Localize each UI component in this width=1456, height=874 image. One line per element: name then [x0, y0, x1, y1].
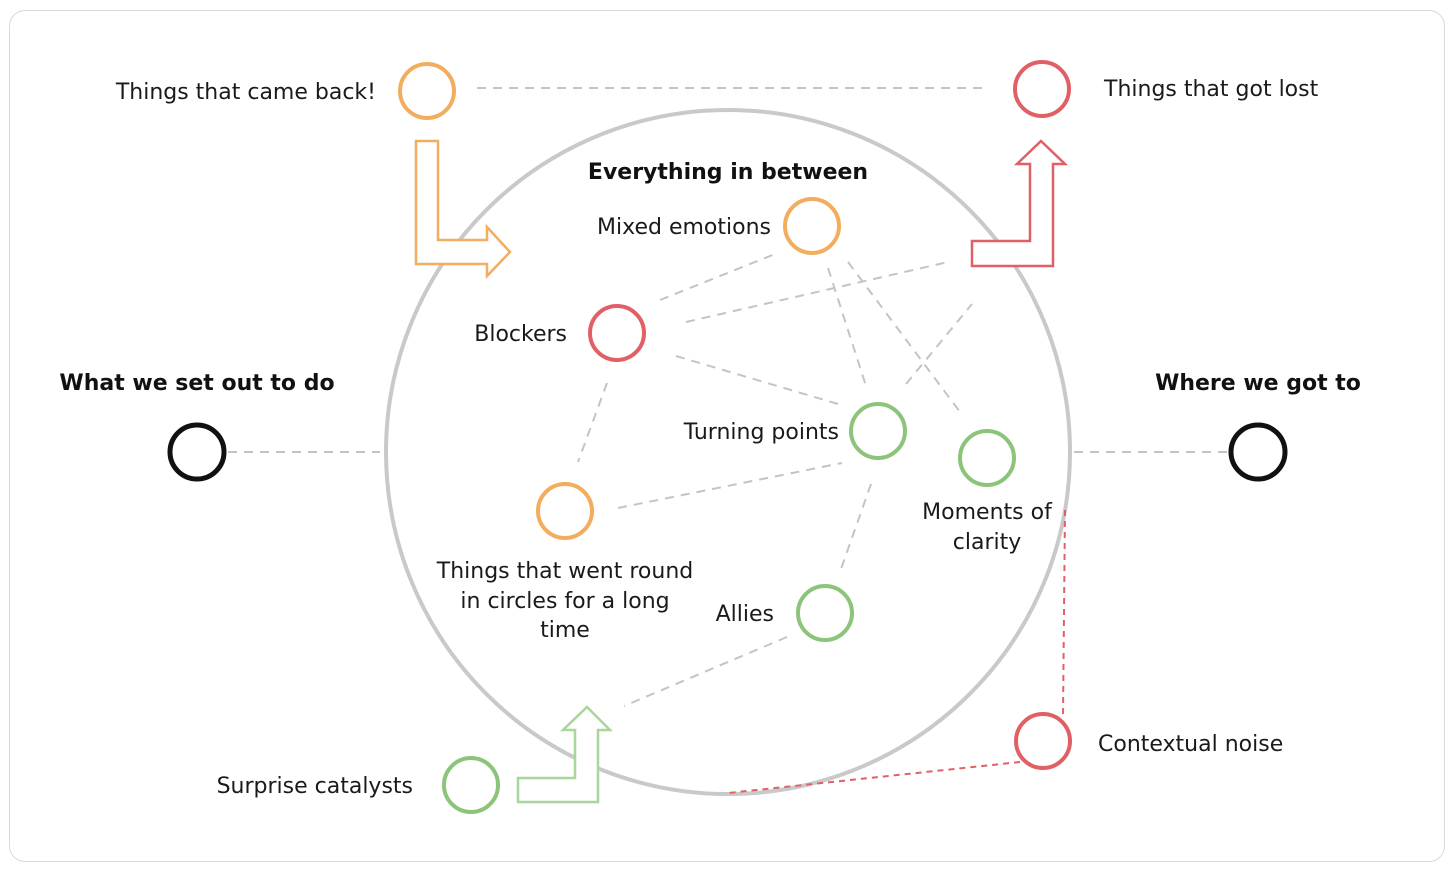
connector-turning-gotlost — [905, 303, 973, 385]
contextual-noise-label: Contextual noise — [1098, 732, 1283, 757]
went-round-label-line-1: Things that went round — [436, 559, 694, 584]
blockers-label: Blockers — [474, 322, 567, 347]
connector-mixed-clarity — [847, 261, 961, 413]
center-title: Everything in between — [588, 160, 868, 185]
mixed-emotions-node — [783, 197, 841, 255]
start-label: What we set out to do — [59, 371, 334, 396]
connector-mixed-blockers — [659, 253, 776, 301]
came-back-arrow — [414, 139, 512, 280]
mixed-emotions-label: Mixed emotions — [597, 215, 771, 240]
moments-of-clarity-label-line-1: Moments of — [922, 500, 1053, 525]
moments-of-clarity-node — [958, 429, 1016, 487]
surprise-catalysts-label: Surprise catalysts — [217, 774, 413, 799]
noise-connectors — [727, 509, 1066, 794]
went-round-label-line-2: in circles for a long — [460, 589, 669, 614]
moments-of-clarity-label-line-2: clarity — [953, 530, 1022, 555]
connector-mixed-turning — [827, 267, 867, 387]
surprise-catalysts-node — [442, 756, 500, 814]
connector-turning-allies — [840, 483, 872, 570]
allies-label: Allies — [716, 602, 774, 627]
came-back-label: Things that came back! — [115, 80, 376, 105]
everything-in-between-circle — [384, 108, 1072, 796]
connector-blockers-turning — [675, 355, 839, 405]
got-lost-label: Things that got lost — [1103, 77, 1319, 102]
diagram-frame — [9, 10, 1445, 862]
went-round-node — [536, 482, 594, 540]
blockers-node — [588, 304, 646, 362]
turning-points-node — [849, 402, 907, 460]
connector-allies-catalysts — [623, 636, 788, 707]
dashed-connectors — [228, 87, 1228, 707]
connector-blockers-gotlost — [685, 261, 949, 323]
connector-blockers-went-round — [577, 382, 608, 463]
got-lost-arrow — [970, 139, 1069, 268]
got-lost-node — [1013, 60, 1071, 118]
end-node — [1228, 422, 1288, 482]
connector-went-round-turning — [617, 462, 843, 509]
went-round-label-line-3: time — [540, 618, 590, 643]
allies-node — [796, 584, 854, 642]
noise-connector-bottom — [727, 761, 1021, 794]
end-label: Where we got to — [1155, 371, 1361, 396]
contextual-noise-node — [1014, 712, 1072, 770]
noise-connector-vertical — [1062, 509, 1066, 717]
turning-points-label: Turning points — [683, 420, 839, 445]
start-node — [167, 422, 227, 482]
surprise-catalysts-arrow — [516, 705, 614, 804]
came-back-node — [398, 62, 456, 120]
